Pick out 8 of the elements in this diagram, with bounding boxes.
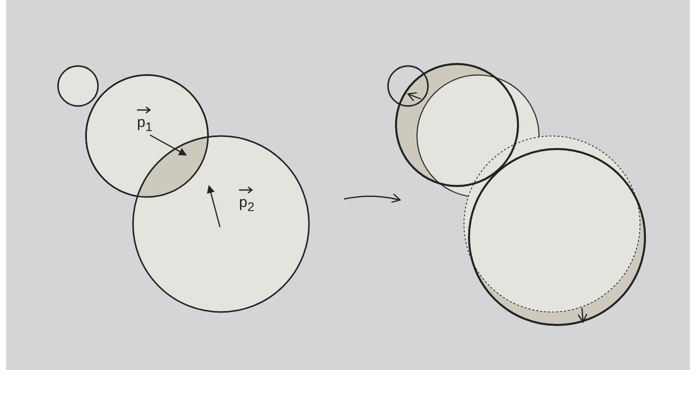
vector-label: p$_{1}$ [137,114,152,134]
circle [388,66,428,106]
circle [469,149,645,325]
circle [396,64,518,186]
circle [133,136,309,312]
circle [58,66,98,106]
circle [464,136,640,312]
vector-label: p$_{2}$ [239,194,254,214]
